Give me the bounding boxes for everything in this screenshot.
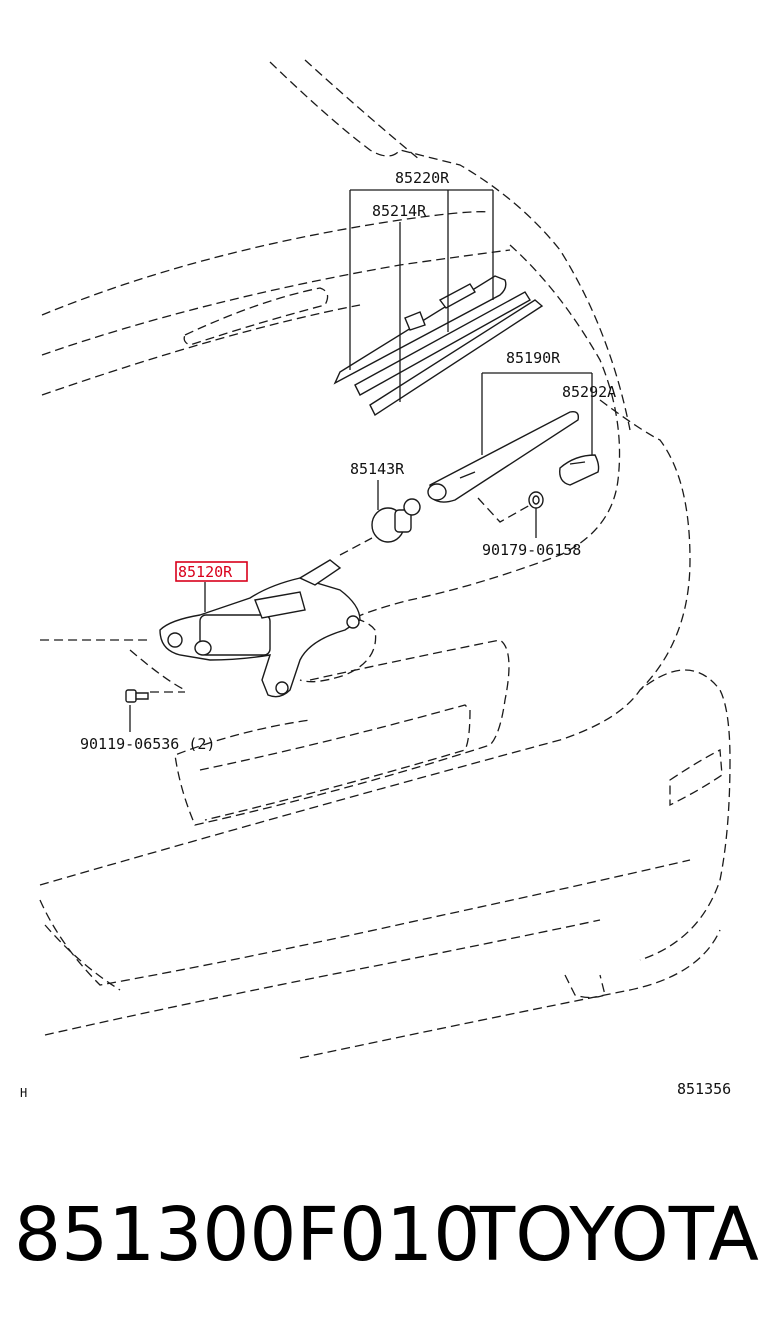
wiper-arm (427, 410, 600, 503)
footer: 851300F010 TOYOTA (0, 1180, 760, 1290)
label-85214R[interactable]: 85214R (372, 202, 427, 220)
label-85292A[interactable]: 85292A (562, 383, 616, 401)
wiper-motor (159, 559, 361, 698)
bolt (125, 689, 149, 703)
brand-name: TOYOTA (470, 1192, 759, 1278)
nut (528, 491, 544, 509)
corner-marker: H (20, 1086, 28, 1100)
figure-code: 851356 (677, 1080, 732, 1098)
wiper-blade (333, 275, 544, 417)
label-90179-06158[interactable]: 90179-06158 (482, 541, 581, 559)
leader-lines (129, 189, 593, 732)
label-90119-06536[interactable]: 90119-06536 (2) (80, 735, 215, 753)
label-85220R[interactable]: 85220R (395, 169, 450, 187)
wiper-assembly-diagram: 85220R 85214R 85190R 85292A 85143R 90179… (39, 59, 731, 1059)
highlight-box (175, 561, 248, 582)
part-number: 851300F010 (14, 1192, 481, 1278)
label-85120R[interactable]: 85120R (178, 563, 233, 581)
pivot-cap (371, 498, 421, 543)
label-85190R[interactable]: 85190R (506, 349, 561, 367)
part-labels: 85220R 85214R 85190R 85292A 85143R 90179… (80, 169, 616, 753)
label-85143R[interactable]: 85143R (350, 460, 405, 478)
